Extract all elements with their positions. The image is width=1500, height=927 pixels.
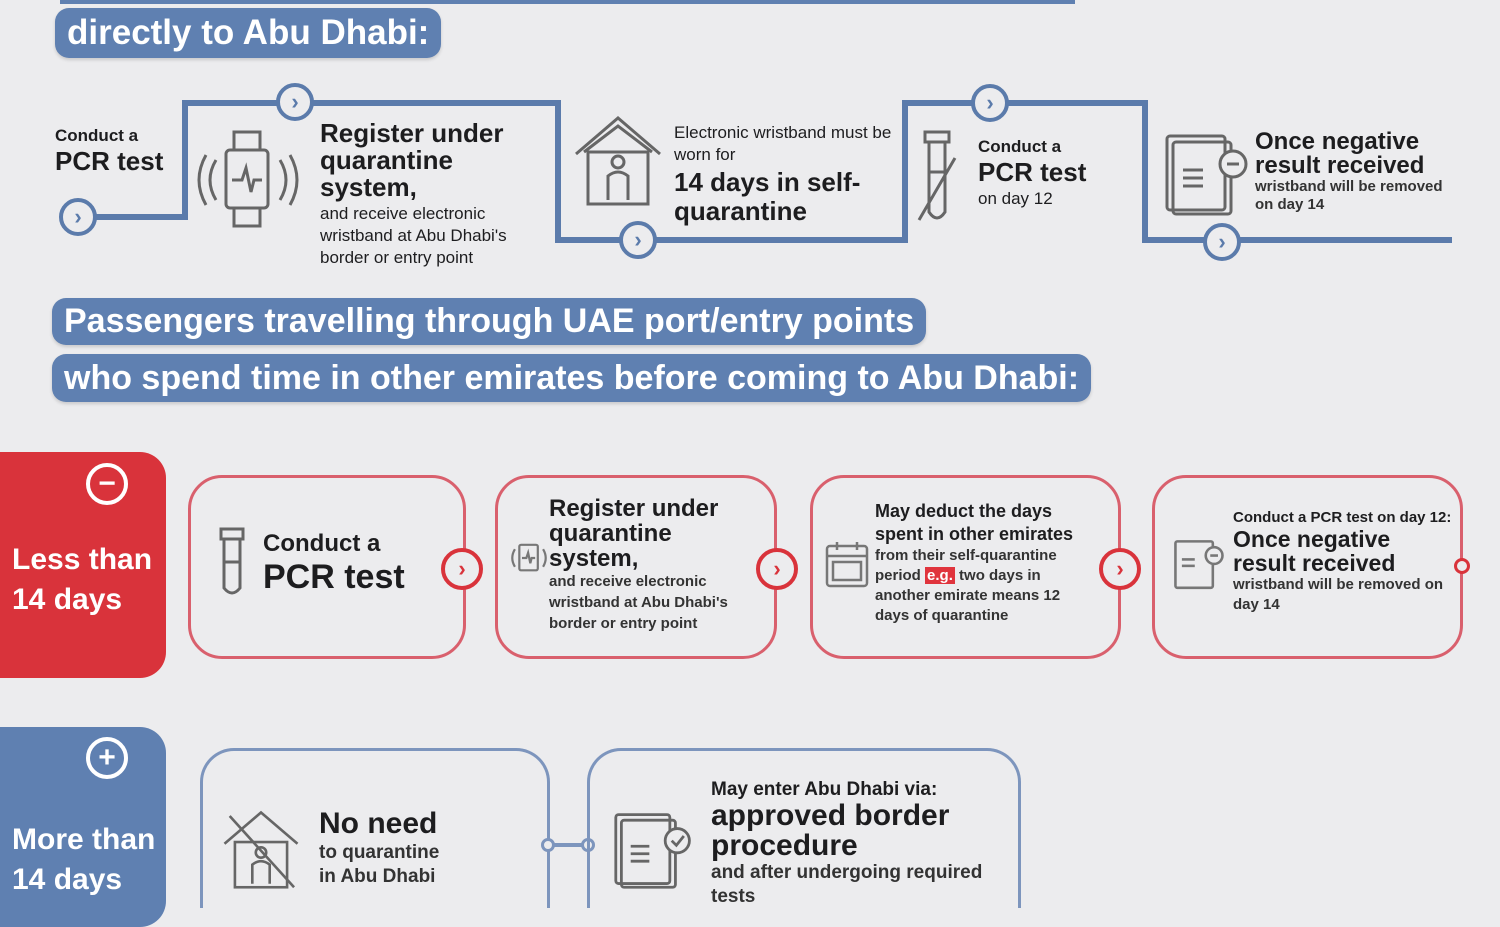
top-banner-edge <box>60 0 1075 4</box>
step-rest-text: and receive electronic wristband at Abu … <box>320 204 507 267</box>
chevron-right-icon: › <box>756 548 798 590</box>
step-rest-text: and receive electronic wristband at Abu … <box>549 573 728 632</box>
step-big-text: PCR test <box>263 558 405 596</box>
tab-label: Less than 14 days <box>12 543 153 616</box>
clipboard-check-icon <box>614 813 691 889</box>
less-step-negative-box: Conduct a PCR test on day 12: Once negat… <box>1152 475 1463 659</box>
less-than-14-days-tab: Less than 14 days <box>0 452 166 678</box>
wristband-icon <box>197 130 299 228</box>
more-step-border-procedure-box: May enter Abu Dhabi via: approved border… <box>587 748 1021 908</box>
rest-b: two days in another emirate means 12 day… <box>875 567 1061 624</box>
chevron-right-icon: › <box>59 198 97 236</box>
plus-circle-icon: + <box>86 737 128 779</box>
clipboard-minus-icon <box>1174 540 1224 590</box>
step-rest-text: on day 12 <box>978 189 1053 208</box>
step-big-text: PCR test <box>55 146 164 176</box>
step-small-text: Conduct a PCR test on day 12: <box>1233 509 1452 526</box>
step-pcr-test: Conduct a PCR test <box>55 126 163 177</box>
step-big-text: May deduct the days spent in other emira… <box>875 501 1074 544</box>
step-negative-result: Once negative result received wristband … <box>1255 130 1455 214</box>
step-big-text: PCR test <box>978 157 1087 187</box>
test-tube-icon <box>219 527 245 595</box>
step-rest-text: to quarantine in Abu Dhabi <box>319 842 440 887</box>
step-big-text: Once negative result received <box>1233 526 1396 576</box>
chevron-right-icon: › <box>971 84 1009 122</box>
calendar-icon <box>825 542 869 588</box>
more-than-14-days-tab: More than 14 days <box>0 727 166 927</box>
clipboard-minus-icon <box>1165 134 1248 216</box>
end-dot-icon <box>1454 558 1470 574</box>
step-small-text: Conduct a <box>263 530 381 557</box>
test-tube-icon <box>917 130 957 221</box>
step-pcr-day12: Conduct a PCR test on day 12 <box>978 137 1086 210</box>
chevron-right-icon: › <box>441 548 483 590</box>
connector-line <box>548 843 588 847</box>
rest-a: from their self-quarantine period <box>875 547 1057 584</box>
step-rest-text: and after undergoing required tests <box>711 862 983 907</box>
step-big-text: Register under quarantine system, <box>320 118 504 202</box>
step-big-text: approved border procedure <box>711 799 950 862</box>
step-big-text: Once negative result received <box>1255 128 1425 179</box>
less-step-register-box: Register under quarantine system, and re… <box>495 475 777 659</box>
connector-dot-icon <box>541 838 555 852</box>
chevron-right-icon: › <box>276 83 314 121</box>
chevron-right-icon: › <box>619 221 657 259</box>
step-small-text: Conduct a <box>55 126 139 145</box>
wristband-icon <box>511 543 547 572</box>
step-big-text: 14 days in self-quarantine <box>674 167 861 226</box>
no-quarantine-house-icon <box>223 810 299 889</box>
section2-heading-line1: Passengers travelling through UAE port/e… <box>52 298 927 345</box>
step-small-text: May enter Abu Dhabi via: <box>711 779 938 800</box>
timeline-path <box>78 100 1452 243</box>
section1-heading: directly to Abu Dhabi: <box>55 8 442 58</box>
chevron-right-icon: › <box>1099 548 1141 590</box>
tab-label: More than 14 days <box>12 823 156 896</box>
less-step-deduct-box: May deduct the days spent in other emira… <box>810 475 1121 659</box>
house-quarantine-icon <box>575 116 661 206</box>
step-rest-text: from their self-quarantine period e.g. t… <box>875 546 1095 626</box>
step-rest-text: wristband will be removed on day 14 <box>1233 576 1444 613</box>
step-register: Register under quarantine system, and re… <box>320 120 550 269</box>
step-big-text: No need <box>319 807 438 840</box>
chevron-right-icon: › <box>1203 223 1241 261</box>
step-small-text: Electronic wristband must be worn for <box>674 123 892 164</box>
minus-circle-icon: − <box>86 463 128 505</box>
section2-heading-line2: who spend time in other emirates before … <box>52 354 1092 402</box>
less-step-pcr-box: Conduct a PCR test <box>188 475 466 659</box>
step-wristband-14-days: Electronic wristband must be worn for 14… <box>674 122 899 226</box>
step-big-text: Register under quarantine system, <box>549 495 719 572</box>
step-small-text: Conduct a <box>978 137 1062 156</box>
step-rest-text: wristband will be removed on day 14 <box>1255 178 1443 213</box>
more-step-no-quarantine-box: No need to quarantine in Abu Dhabi <box>200 748 550 908</box>
eg-highlight: e.g. <box>925 567 955 584</box>
